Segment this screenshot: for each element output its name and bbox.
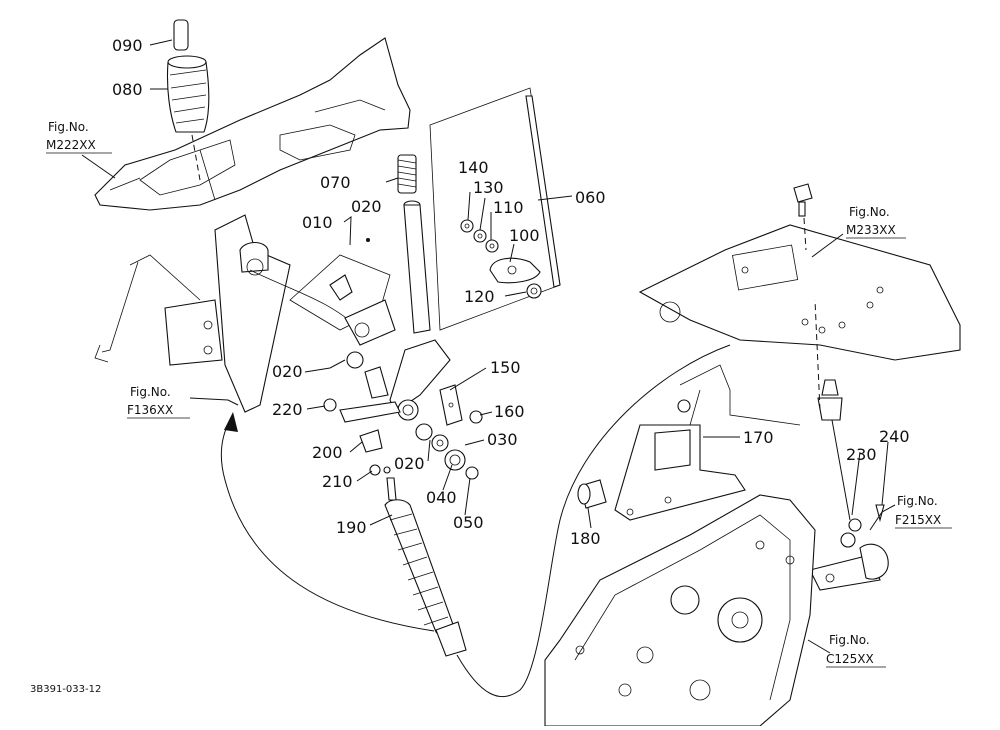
- grip-cap-090: [173, 19, 189, 51]
- guide-lines: [679, 299, 821, 426]
- cable-190: [384, 344, 731, 698]
- label-180: 180: [570, 529, 601, 548]
- figref-f136-head: Fig.No.: [130, 385, 171, 399]
- label-170: 170: [743, 428, 774, 447]
- label-080: 080: [112, 80, 143, 99]
- washers-small: [460, 219, 499, 253]
- label-090: 090: [112, 36, 143, 55]
- label-140: 140: [458, 158, 489, 177]
- diagram-code: 3B391-033-12: [30, 684, 101, 695]
- label-130: 130: [473, 178, 504, 197]
- washer-120: [526, 283, 542, 299]
- lever-grip-080: [166, 55, 210, 133]
- routing-arrow: [220, 412, 435, 632]
- label-010: 010: [302, 213, 333, 232]
- plate-100: [489, 257, 541, 284]
- label-100: 100: [509, 226, 540, 245]
- label-220: 220: [272, 400, 303, 419]
- figref-f215-head: Fig.No.: [897, 494, 938, 508]
- label-020-low: 020: [394, 454, 425, 473]
- rod-060: [525, 95, 561, 288]
- label-120: 120: [464, 287, 495, 306]
- label-070: 070: [320, 173, 351, 192]
- label-160: 160: [494, 402, 525, 421]
- label-210: 210: [322, 472, 353, 491]
- floor-plate-right: [638, 224, 961, 361]
- cable-230: [809, 379, 889, 591]
- figref-f136-code: F136XX: [127, 403, 173, 417]
- label-240: 240: [879, 427, 910, 446]
- bracket-170: [614, 399, 746, 521]
- shift-lever-010: [366, 200, 431, 334]
- figref-m222-code: M222XX: [46, 138, 96, 152]
- label-230: 230: [846, 445, 877, 464]
- transmission-case: [544, 494, 816, 727]
- leader-lines: [81, 39, 896, 654]
- label-040: 040: [426, 488, 457, 507]
- figref-f215-code: F215XX: [895, 513, 941, 527]
- left-bracket: [94, 214, 291, 413]
- grip-axis-dash: [191, 134, 201, 181]
- label-030: 030: [487, 430, 518, 449]
- label-050: 050: [453, 513, 484, 532]
- pin-180: [577, 479, 607, 509]
- label-060: 060: [575, 188, 606, 207]
- linkage-assembly: [249, 254, 483, 480]
- label-200: 200: [312, 443, 343, 462]
- bolt-top: [793, 183, 813, 217]
- label-020-top: 020: [351, 197, 382, 216]
- floor-panel-left: [94, 37, 411, 211]
- label-020-mid: 020: [272, 362, 303, 381]
- figref-m233-head: Fig.No.: [849, 205, 890, 219]
- spring-070: [397, 154, 417, 194]
- figure-refs: Fig.No. M222XX Fig.No. F136XX Fig.No. M2…: [46, 120, 952, 668]
- part-labels: 090 080 070 020 010 140 130 110 100 060 …: [112, 36, 910, 548]
- label-190: 190: [336, 518, 367, 537]
- figref-m233-code: M233XX: [846, 223, 896, 237]
- figref-m222-head: Fig.No.: [48, 120, 89, 134]
- bolt-axis-dash: [803, 217, 807, 251]
- figref-c125-code: C125XX: [826, 652, 874, 666]
- label-150: 150: [490, 358, 521, 377]
- label-110: 110: [493, 198, 524, 217]
- figref-c125-head: Fig.No.: [829, 633, 870, 647]
